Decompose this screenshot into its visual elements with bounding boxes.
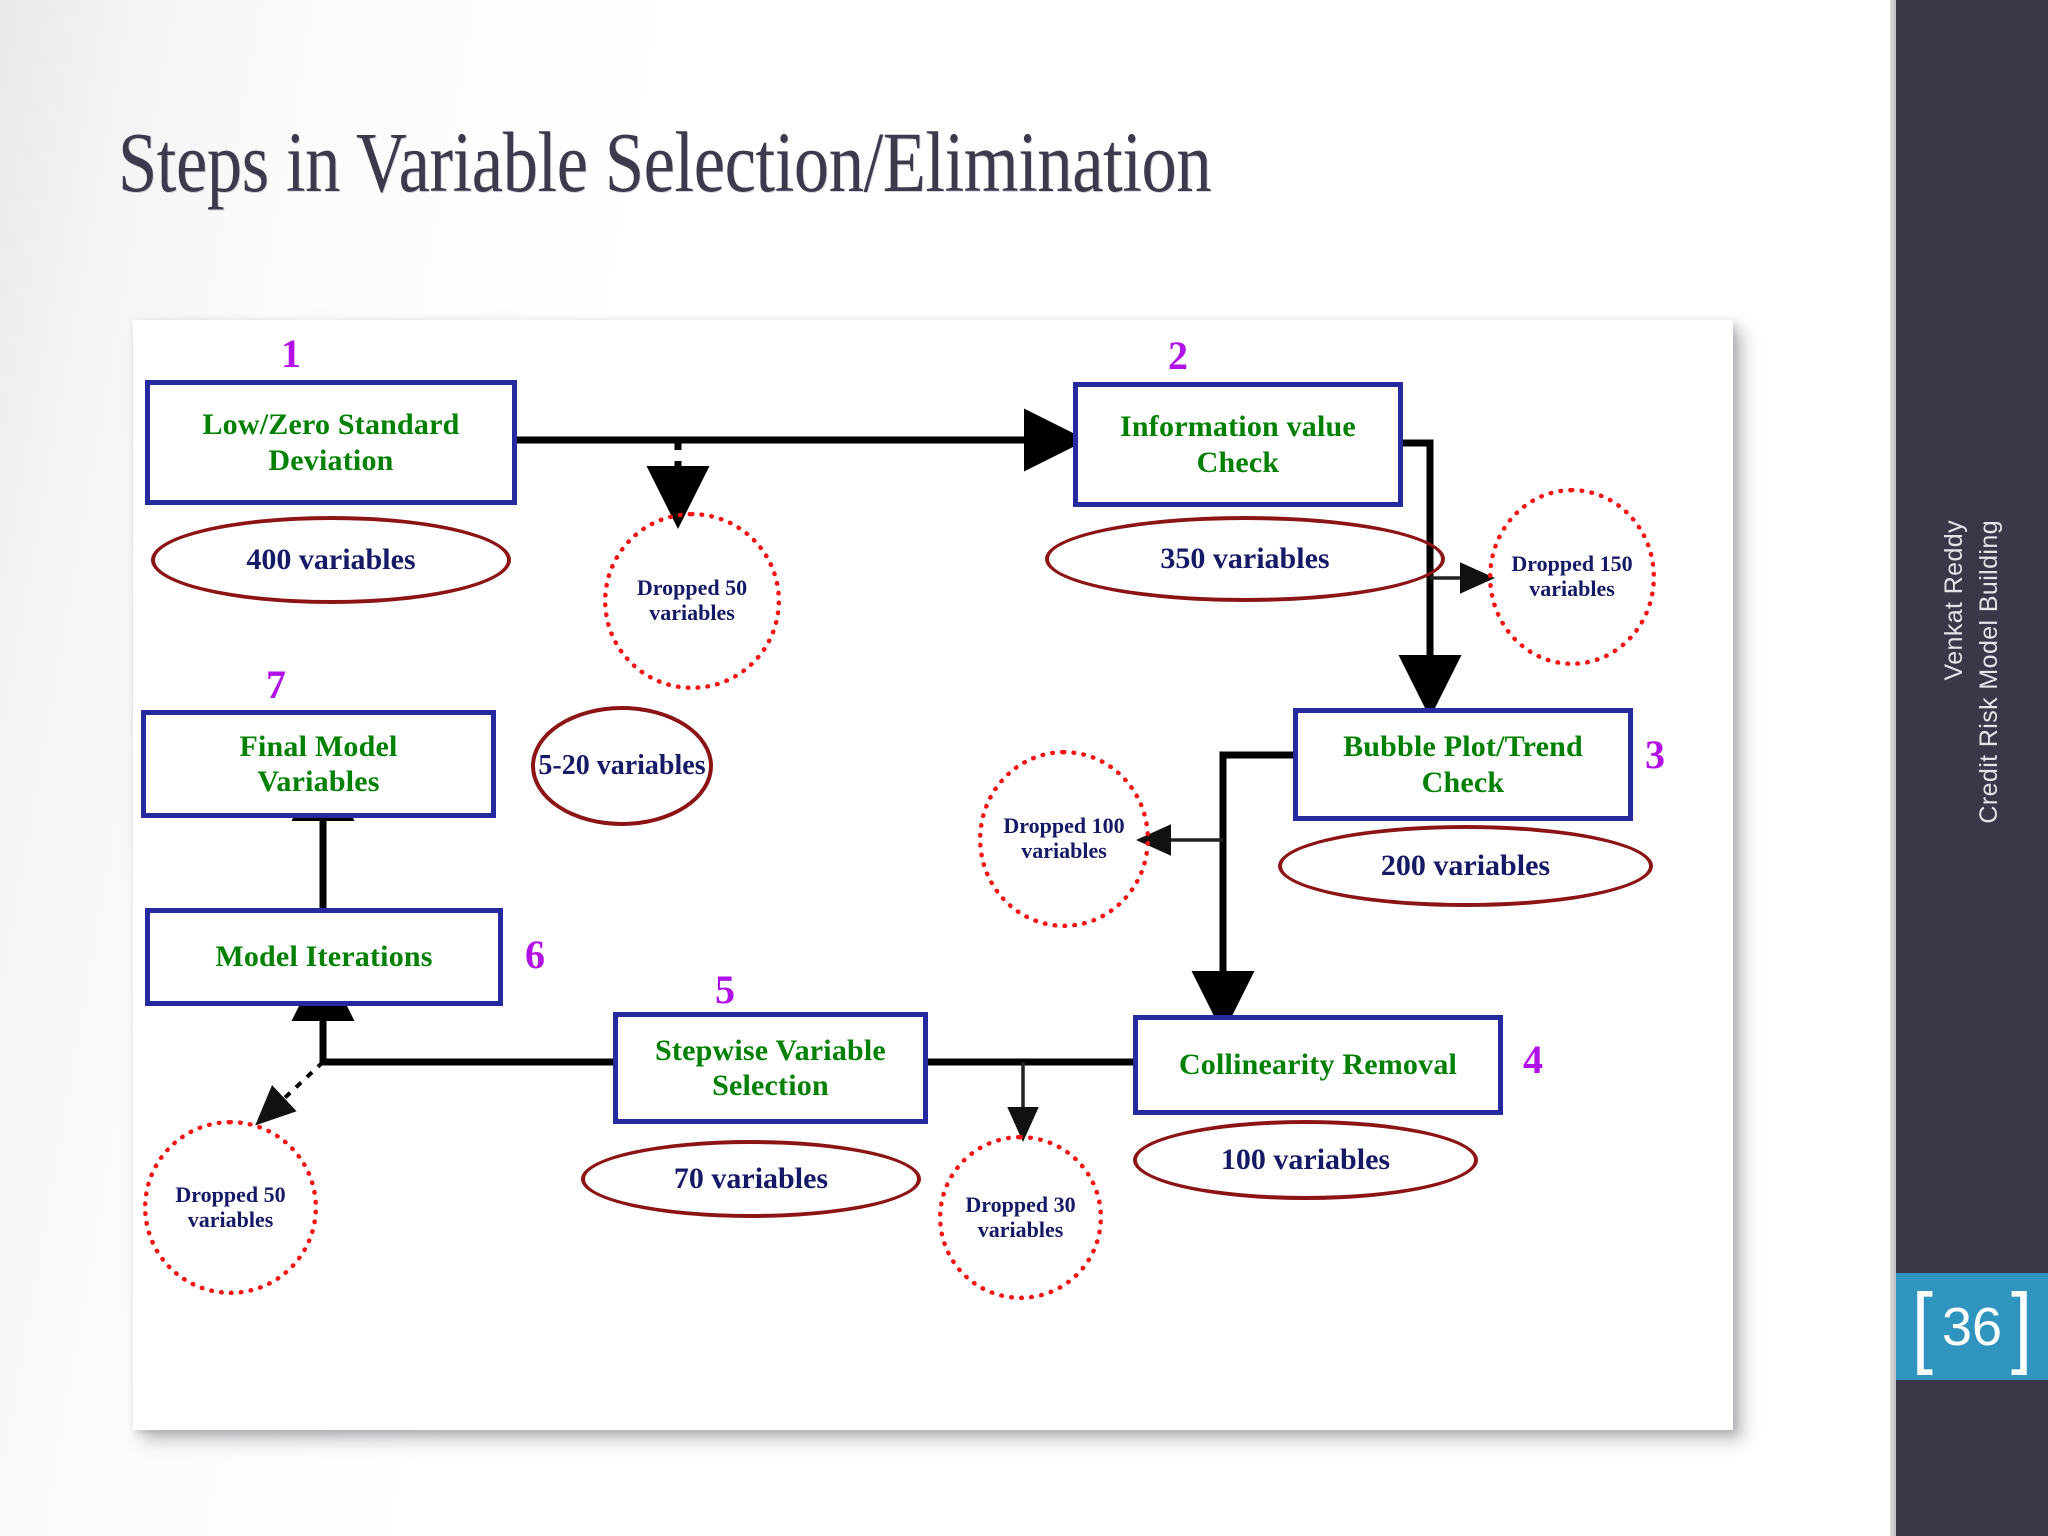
ellipse-200-variables: 200 variables	[1278, 825, 1653, 907]
ellipse-label: 70 variables	[673, 1161, 829, 1195]
node-model-iterations[interactable]: Model Iterations	[145, 908, 503, 1006]
page-title: Steps in Variable Selection/Elimination	[118, 114, 1212, 210]
ellipse-label: 350 variables	[1160, 541, 1330, 575]
ellipse-70-variables: 70 variables	[581, 1140, 921, 1218]
step-number-6: 6	[525, 932, 545, 977]
sidebar-footer-text: Credit Risk Model Building Venkat Reddy	[1896, 520, 2048, 980]
diagram-image: 1 Low/Zero Standard Deviation 400 variab…	[133, 320, 1733, 1430]
node-label-line1: Bubble Plot/Trend	[1343, 730, 1583, 764]
ellipse-label: 5-20 variables	[538, 749, 706, 781]
footer-author-label: Venkat Reddy	[1940, 520, 1968, 681]
edge-3-to-4	[1191, 751, 1293, 1034]
dropped-label-line2: 100	[1091, 813, 1125, 839]
node-collinearity-removal[interactable]: Collinearity Removal	[1133, 1015, 1503, 1115]
sidebar-edge-divider	[1890, 0, 1897, 1536]
dropped-label-line1: Dropped 30	[965, 1191, 1076, 1217]
node-label-line2: Deviation	[268, 443, 394, 477]
bracket-left-icon: [	[1911, 1275, 1933, 1377]
ellipse-350-variables: 350 variables	[1045, 516, 1445, 602]
dropped-circle-150-variables: Dropped 150 variables	[1488, 488, 1656, 666]
dropped-label-line3: variables	[1529, 576, 1615, 601]
dropped-label-line2: variables	[977, 1216, 1064, 1242]
node-label-line1: Final Model	[239, 729, 398, 763]
edge-6-to-dropped50	[255, 1060, 325, 1126]
dropped-circle-30-variables: Dropped 30 variables	[938, 1135, 1103, 1300]
step-number-3: 3	[1645, 732, 1665, 777]
bracket-right-icon: ]	[2011, 1275, 2033, 1377]
dropped-circle-100-variables: Dropped 100 variables	[978, 750, 1150, 928]
step-number-1: 1	[281, 331, 301, 376]
dropped-label-line2: variables	[649, 600, 735, 625]
ellipse-5-20-variables: 5-20 variables	[531, 706, 713, 826]
page-number-label: 36	[1941, 1296, 2003, 1357]
node-label-line2: Check	[1421, 765, 1505, 799]
node-bubble-plot-trend-check[interactable]: Bubble Plot/Trend Check	[1293, 708, 1633, 821]
step-number-4: 4	[1523, 1037, 1543, 1082]
dropped-label-line1: Dropped 50	[636, 575, 748, 601]
ellipse-label: 100 variables	[1220, 1142, 1391, 1176]
node-label-line1: Collinearity Removal	[1178, 1048, 1458, 1082]
dropped-label-line1: Dropped	[1511, 551, 1595, 577]
dropped-label-line3: variables	[1021, 838, 1107, 863]
node-information-value-check[interactable]: Information value Check	[1073, 382, 1403, 507]
step-number-2: 2	[1168, 333, 1188, 378]
ellipse-100-variables: 100 variables	[1133, 1120, 1478, 1200]
node-label-line1: Low/Zero Standard	[202, 408, 460, 442]
ellipse-label: 200 variables	[1380, 848, 1551, 882]
step-number-7: 7	[266, 662, 286, 707]
dropped-circle-50-variables: Dropped 50 variables	[603, 512, 781, 690]
dropped-label-line1: Dropped 50	[175, 1181, 286, 1207]
dropped-circle-50-variables-2: Dropped 50 variables	[143, 1120, 318, 1295]
node-final-model-variables[interactable]: Final Model Variables	[141, 710, 496, 818]
node-label-line1: Information value	[1120, 410, 1356, 444]
node-low-zero-standard-deviation[interactable]: Low/Zero Standard Deviation	[145, 380, 517, 505]
footer-course-label: Credit Risk Model Building	[1975, 520, 2003, 824]
ellipse-label: 400 variables	[246, 542, 416, 576]
dropped-label-line1: Dropped	[1003, 813, 1087, 839]
node-label-line2: Selection	[712, 1069, 829, 1102]
node-label-line2: Variables	[257, 765, 380, 798]
ellipse-400-variables: 400 variables	[151, 516, 511, 604]
node-stepwise-variable-selection[interactable]: Stepwise Variable Selection	[613, 1012, 928, 1124]
dropped-label-line2: 150	[1599, 551, 1633, 577]
dropped-label-line2: variables	[187, 1206, 274, 1232]
page-number-badge: [ 36 ]	[1896, 1273, 2048, 1380]
node-label-line1: Model Iterations	[215, 940, 433, 974]
node-label-line2: Check	[1196, 445, 1280, 479]
node-label-line1: Stepwise Variable	[655, 1033, 886, 1067]
step-number-5: 5	[715, 967, 735, 1012]
